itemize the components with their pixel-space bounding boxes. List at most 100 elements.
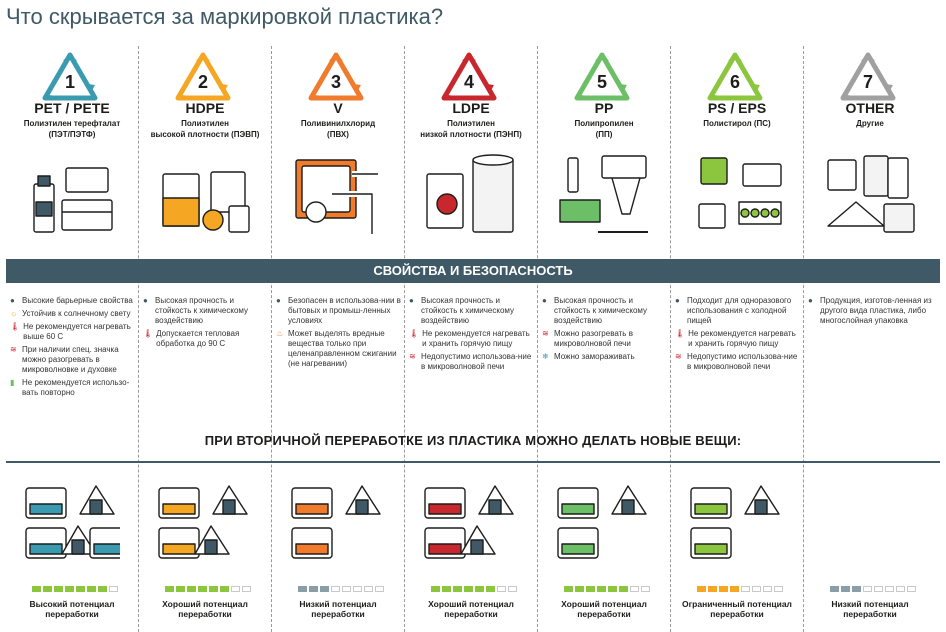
potential-segment [87, 586, 96, 592]
properties-list: ●Высокая прочность и стойкость к химичес… [542, 296, 668, 365]
property-item: ●Подходит для одноразового использования… [675, 296, 801, 326]
property-text: Не рекомендуется нагревать выше 60 С [23, 322, 131, 341]
properties-list: ●Высокие барьерные свойства☼Устойчив к с… [10, 296, 136, 401]
plastic-code: OTHER [845, 100, 895, 116]
column-divider [404, 46, 405, 632]
recycle-triangle-icon: 4 [441, 52, 497, 101]
plastic-name-line1: Полипропилен [574, 119, 634, 128]
plastic-number: 2 [198, 72, 208, 92]
potential-segment [464, 586, 473, 592]
property-text: Высокая прочность и стойкость к химическ… [554, 296, 647, 325]
potential-segment [176, 586, 185, 592]
properties-list: ●Высокая прочность и стойкость к химичес… [409, 296, 535, 375]
potential-segment [187, 586, 196, 592]
column-divider [138, 46, 139, 632]
plastic-name: Полипропилен (ПП) [538, 118, 670, 140]
plastic-code: PP [594, 100, 614, 116]
plastic-number: 1 [65, 72, 75, 92]
snowflake-icon: ❄ [542, 352, 549, 361]
recycled-products-illustration [424, 485, 514, 559]
potential-segment [364, 586, 373, 592]
plastic-name-line1: Полиэтилен терефталат [23, 119, 121, 128]
plastic-name: Другие [804, 118, 936, 129]
property-text: Высокая прочность и стойкость к химическ… [155, 296, 248, 325]
property-text: Не рекомендуется нагревать и хранить гор… [422, 329, 530, 348]
column-divider [803, 46, 804, 632]
microwave-wave-icon: ≋ [542, 329, 549, 338]
plastic-number: 5 [597, 72, 607, 92]
plastic-name: Поливинилхлорид(ПВХ) [272, 118, 404, 140]
potential-segment [508, 586, 517, 592]
property-item: ≋Недопустимо использова-ние в микроволно… [675, 352, 801, 372]
recycling-potential-bar [298, 586, 384, 592]
potential-segment [220, 586, 229, 592]
potential-segment [209, 586, 218, 592]
bench-icon [212, 485, 248, 515]
property-text: Можно разогревать в микроволновой печи [554, 329, 633, 348]
recycling-potential-bar [564, 586, 650, 592]
recycling-potential-label: Низкий потенциал переработки [299, 599, 377, 619]
property-text: Высокая прочность и стойкость к химическ… [421, 296, 514, 325]
recycling-potential-label: Хороший потенциал переработки [162, 599, 248, 619]
potential-segment [608, 586, 617, 592]
potential-segment [863, 586, 872, 592]
bottle-and-container-icon [33, 167, 113, 233]
potential-segment [752, 586, 761, 592]
dot-icon: ● [10, 296, 15, 305]
containers-and-syringe-icon [559, 155, 648, 233]
sweater-icon [79, 485, 115, 515]
potential-segment [442, 586, 451, 592]
pipe-icon [158, 487, 200, 519]
potential-segment [298, 586, 307, 592]
plastic-name-line2: низкой плотности (ПЭНП) [420, 130, 522, 139]
property-item: ♨Может выделять вредные вещества только … [276, 329, 402, 369]
potential-segment [830, 586, 839, 592]
property-item: ●Высокая прочность и стойкость к химичес… [542, 296, 668, 326]
property-item: ≋ Можно разогревать в микроволновой печи [542, 329, 668, 349]
property-item: ●Безопасен в использова-нии в бытовых и … [276, 296, 402, 326]
sun-icon: ☼ [10, 309, 18, 318]
cutlery-and-trays-icon [698, 157, 782, 229]
recycled-products-illustration [158, 485, 248, 559]
plastic-code: LDPE [452, 100, 490, 116]
property-text: Продукция, изготов-ленная из другого вид… [820, 296, 932, 325]
window-and-pipes-icon [295, 159, 378, 234]
property-item: ●Продукция, изготов-ленная из другого ви… [808, 296, 934, 326]
recycling-potential-bar [830, 586, 916, 592]
property-item: 🌡Допускается тепловая обработка до 90 С [143, 329, 269, 349]
plastic-name-line2: (ПВХ) [327, 130, 349, 139]
plastic-name-line2: высокой плотности (ПЭВП) [150, 130, 260, 139]
property-text: Не рекомендуется использо-вать повторно [22, 378, 130, 397]
potential-segment [65, 586, 74, 592]
property-item: ●Высокая прочность и стойкость к химичес… [409, 296, 535, 326]
bottle-icon [194, 525, 230, 555]
property-item: ☼ Устойчив к солнечному свету [10, 309, 136, 319]
bag-icon [460, 525, 496, 555]
recycling-potential-label: Хороший потенциал переработки [428, 599, 514, 619]
plastic-name-line2: (ПП) [595, 130, 613, 139]
recycle-triangle-icon: 2 [175, 52, 231, 101]
properties-heading: СВОЙСТВА И БЕЗОПАСНОСТЬ [373, 263, 573, 278]
property-text: Устойчив к солнечному свету [22, 309, 131, 318]
tape-icon [424, 527, 466, 559]
garbage-bag-icon [557, 527, 599, 559]
plastic-name: Полистирол (ПС) [671, 118, 803, 129]
crate-icon [611, 485, 647, 515]
recycling-potential-label: Низкий потенциал переработки [831, 599, 909, 619]
potential-segment [697, 586, 706, 592]
panels-icon [744, 485, 780, 515]
microwave-wave-icon: ≋ [675, 352, 682, 361]
potential-segment [619, 586, 628, 592]
plastic-number: 7 [863, 72, 873, 92]
boot-icon [291, 527, 333, 559]
potential-segment [630, 586, 639, 592]
panel-icon [291, 487, 333, 519]
potential-segment [242, 586, 251, 592]
